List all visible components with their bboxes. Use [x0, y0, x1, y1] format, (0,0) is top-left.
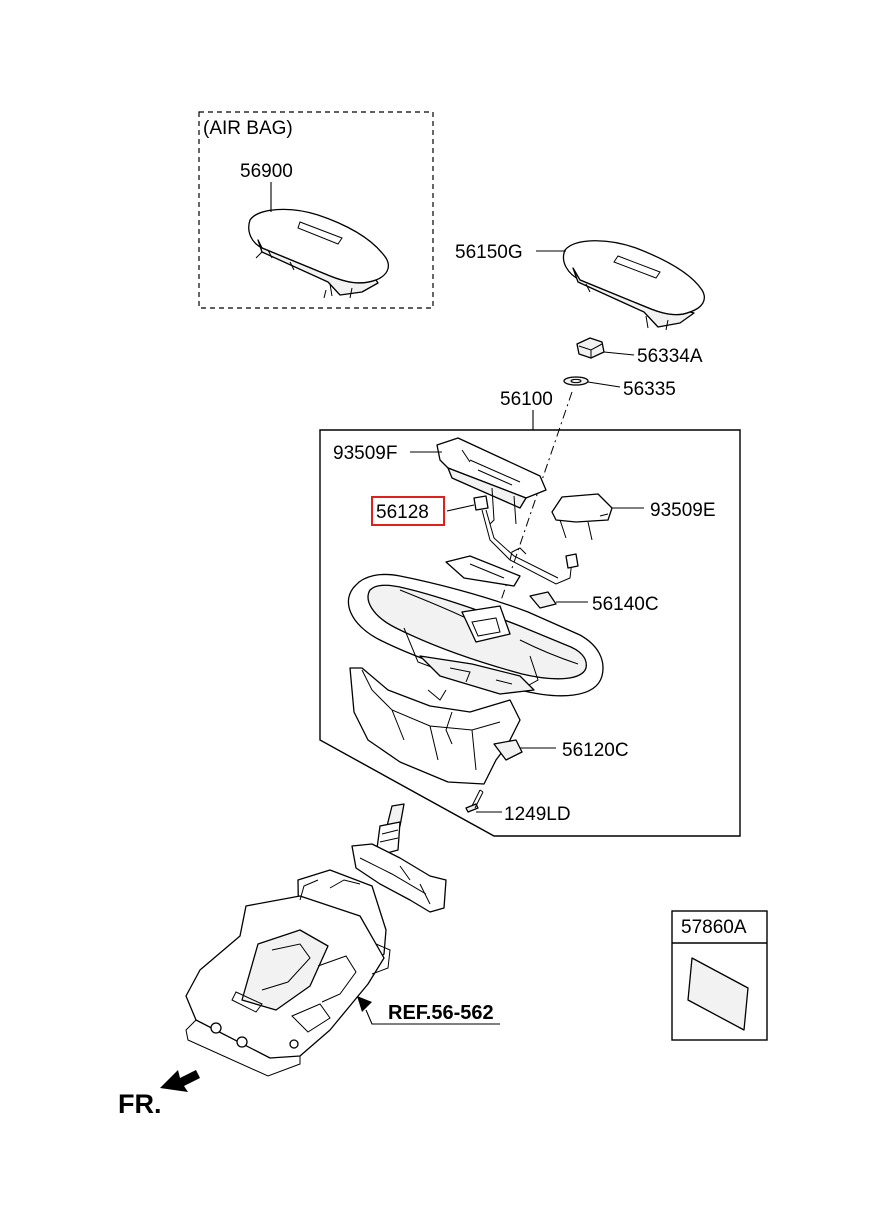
label-56334A[interactable]: 56334A	[637, 346, 703, 367]
switch-93509E[interactable]	[551, 493, 644, 541]
label-sticker-box[interactable]	[671, 910, 768, 1041]
airbag-module-56900[interactable]	[248, 182, 390, 299]
label-56100[interactable]: 56100	[500, 389, 553, 410]
label-56335[interactable]: 56335	[623, 379, 676, 400]
front-arrow-icon	[160, 1070, 200, 1092]
label-56900[interactable]: 56900	[240, 161, 293, 182]
airbag-group-box	[198, 111, 434, 309]
screw-1249LD[interactable]	[465, 789, 502, 813]
washer-56335[interactable]	[563, 376, 621, 388]
steering-wheel-assy-box	[319, 429, 741, 837]
ref-label[interactable]: REF.56-562	[388, 1002, 494, 1024]
highlight-box-56128	[371, 496, 445, 526]
lower-cover-56120C[interactable]	[349, 667, 556, 785]
label-56140C[interactable]: 56140C	[592, 594, 659, 615]
label-56128[interactable]: 56128	[376, 502, 429, 523]
label-93509E[interactable]: 93509E	[650, 500, 716, 521]
horn-pad-56150G[interactable]	[536, 240, 705, 331]
extension-wire-56140C[interactable]	[445, 555, 588, 609]
label-1249LD[interactable]: 1249LD	[504, 804, 571, 825]
front-label: FR.	[118, 1089, 162, 1119]
switch-93509F[interactable]	[410, 437, 547, 525]
ref-arrow	[357, 996, 500, 1025]
label-56120C[interactable]: 56120C	[562, 740, 629, 761]
airbag-group-label: (AIR BAG)	[203, 118, 293, 139]
steering-wheel[interactable]	[347, 573, 604, 697]
label-57860A[interactable]: 57860A	[681, 917, 747, 938]
wiring-harness-56128[interactable]	[446, 495, 579, 585]
nut-56334A[interactable]	[576, 337, 635, 359]
steering-column	[185, 803, 447, 1077]
label-56150G[interactable]: 56150G	[455, 242, 523, 263]
label-93509F[interactable]: 93509F	[333, 443, 397, 464]
